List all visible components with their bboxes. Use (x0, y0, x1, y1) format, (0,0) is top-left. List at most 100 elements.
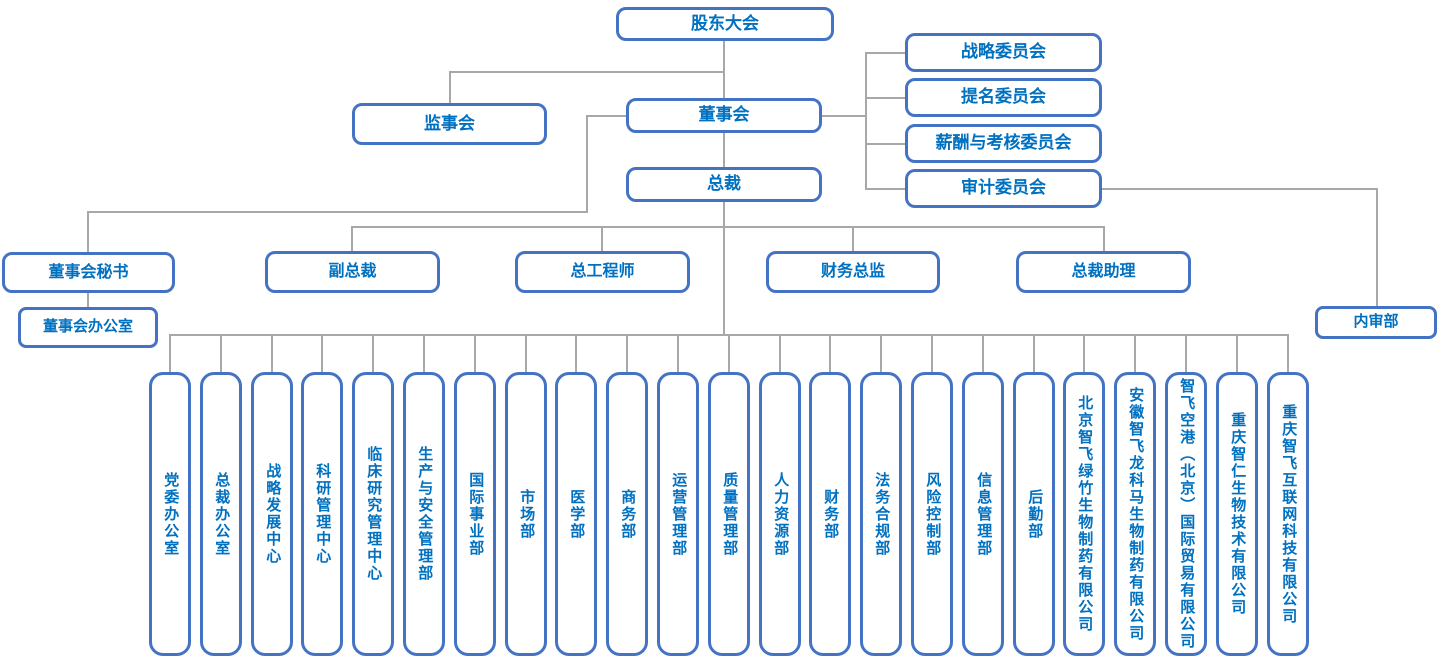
node-department: 人力资源部 (759, 372, 801, 656)
node-label: 后勤部 (1026, 488, 1044, 540)
node-president-assistant: 总裁助理 (1016, 251, 1191, 293)
node-label: 战略发展中心 (264, 463, 282, 565)
node-department: 战略发展中心 (251, 372, 293, 656)
node-committee-nomination: 提名委员会 (905, 78, 1102, 117)
connector (779, 334, 781, 372)
connector (449, 71, 724, 73)
node-label: 提名委员会 (961, 87, 1046, 107)
connector (321, 334, 323, 372)
node-committee-audit: 审计委员会 (905, 169, 1102, 208)
connector (626, 334, 628, 372)
node-department: 医学部 (555, 372, 597, 656)
connector (982, 334, 984, 372)
node-department: 质量管理部 (708, 372, 750, 656)
connector (423, 334, 425, 372)
connector (723, 202, 725, 336)
node-department: 商务部 (606, 372, 648, 656)
connector (1103, 226, 1105, 251)
node-department: 总裁办公室 (200, 372, 242, 656)
node-label: 董事会秘书 (48, 263, 129, 281)
node-subsidiary: 智飞空港（北京）国际贸易有限公司 (1165, 372, 1207, 656)
node-label: 战略委员会 (961, 42, 1046, 62)
node-label: 董事会办公室 (42, 318, 133, 336)
connector (351, 226, 353, 251)
node-label: 商务部 (619, 488, 637, 540)
connector (1185, 334, 1187, 372)
node-committee-compensation: 薪酬与考核委员会 (905, 124, 1102, 163)
connector (220, 334, 222, 372)
connector (601, 226, 603, 251)
node-board-secretary: 董事会秘书 (2, 252, 175, 293)
connector (865, 52, 905, 54)
node-label: 党委办公室 (162, 471, 180, 557)
node-label: 副总裁 (328, 263, 377, 281)
node-internal-audit: 内审部 (1315, 306, 1437, 339)
node-label: 风险控制部 (924, 471, 942, 557)
node-label: 人力资源部 (772, 471, 790, 557)
connector (351, 226, 1104, 228)
node-label: 审计委员会 (961, 178, 1046, 198)
node-label: 临床研究管理中心 (365, 446, 383, 582)
connector (87, 293, 89, 307)
node-label: 董事会 (698, 105, 750, 125)
connector (822, 115, 866, 117)
connector (474, 334, 476, 372)
node-department: 法务合规部 (860, 372, 902, 656)
connector (931, 334, 933, 372)
connector (1376, 188, 1378, 306)
connector (865, 97, 905, 99)
node-label: 总裁办公室 (213, 471, 231, 557)
node-label: 质量管理部 (721, 471, 739, 557)
connector (728, 334, 730, 372)
node-board-office: 董事会办公室 (18, 307, 158, 348)
node-department: 生产与安全管理部 (403, 372, 445, 656)
node-vice-president: 副总裁 (265, 251, 440, 293)
connector (829, 334, 831, 372)
connector (525, 334, 527, 372)
connector (1102, 188, 1378, 190)
node-department: 科研管理中心 (301, 372, 343, 656)
node-department: 财务部 (809, 372, 851, 656)
node-label: 安徽智飞龙科马生物制药有限公司 (1127, 386, 1145, 642)
node-label: 北京智飞绿竹生物制药有限公司 (1076, 395, 1094, 633)
node-label: 医学部 (568, 488, 586, 540)
connector (449, 71, 451, 103)
connector (677, 334, 679, 372)
node-subsidiary: 北京智飞绿竹生物制药有限公司 (1063, 372, 1105, 656)
node-president: 总裁 (626, 167, 822, 202)
connector (271, 334, 273, 372)
node-label: 总裁助理 (1071, 263, 1136, 281)
connector (169, 334, 171, 372)
node-label: 总工程师 (570, 263, 635, 281)
node-department: 市场部 (505, 372, 547, 656)
connector (1083, 334, 1085, 372)
node-department: 党委办公室 (149, 372, 191, 656)
node-label: 财务总监 (820, 263, 885, 281)
node-board-of-directors: 董事会 (626, 98, 822, 133)
connector (1033, 334, 1035, 372)
node-department: 临床研究管理中心 (352, 372, 394, 656)
node-label: 监事会 (424, 113, 475, 133)
connector (88, 211, 588, 213)
node-subsidiary: 安徽智飞龙科马生物制药有限公司 (1114, 372, 1156, 656)
node-label: 薪酬与考核委员会 (935, 133, 1072, 153)
connector (865, 52, 867, 190)
node-label: 股东大会 (691, 13, 759, 33)
connector (575, 334, 577, 372)
node-committee-strategy: 战略委员会 (905, 33, 1102, 72)
node-department: 运营管理部 (657, 372, 699, 656)
node-label: 法务合规部 (873, 471, 891, 557)
node-shareholders-meeting: 股东大会 (616, 7, 834, 41)
node-label: 生产与安全管理部 (416, 446, 434, 582)
node-label: 内审部 (1353, 313, 1399, 331)
node-label: 重庆智仁生物技术有限公司 (1229, 412, 1247, 616)
connector (586, 115, 588, 213)
node-label: 智飞空港（北京）国际贸易有限公司 (1178, 378, 1196, 650)
connector (865, 143, 905, 145)
node-subsidiary: 重庆智仁生物技术有限公司 (1216, 372, 1258, 656)
connector (880, 334, 882, 372)
connector (723, 41, 725, 98)
node-department: 后勤部 (1013, 372, 1055, 656)
node-chief-engineer: 总工程师 (515, 251, 690, 293)
